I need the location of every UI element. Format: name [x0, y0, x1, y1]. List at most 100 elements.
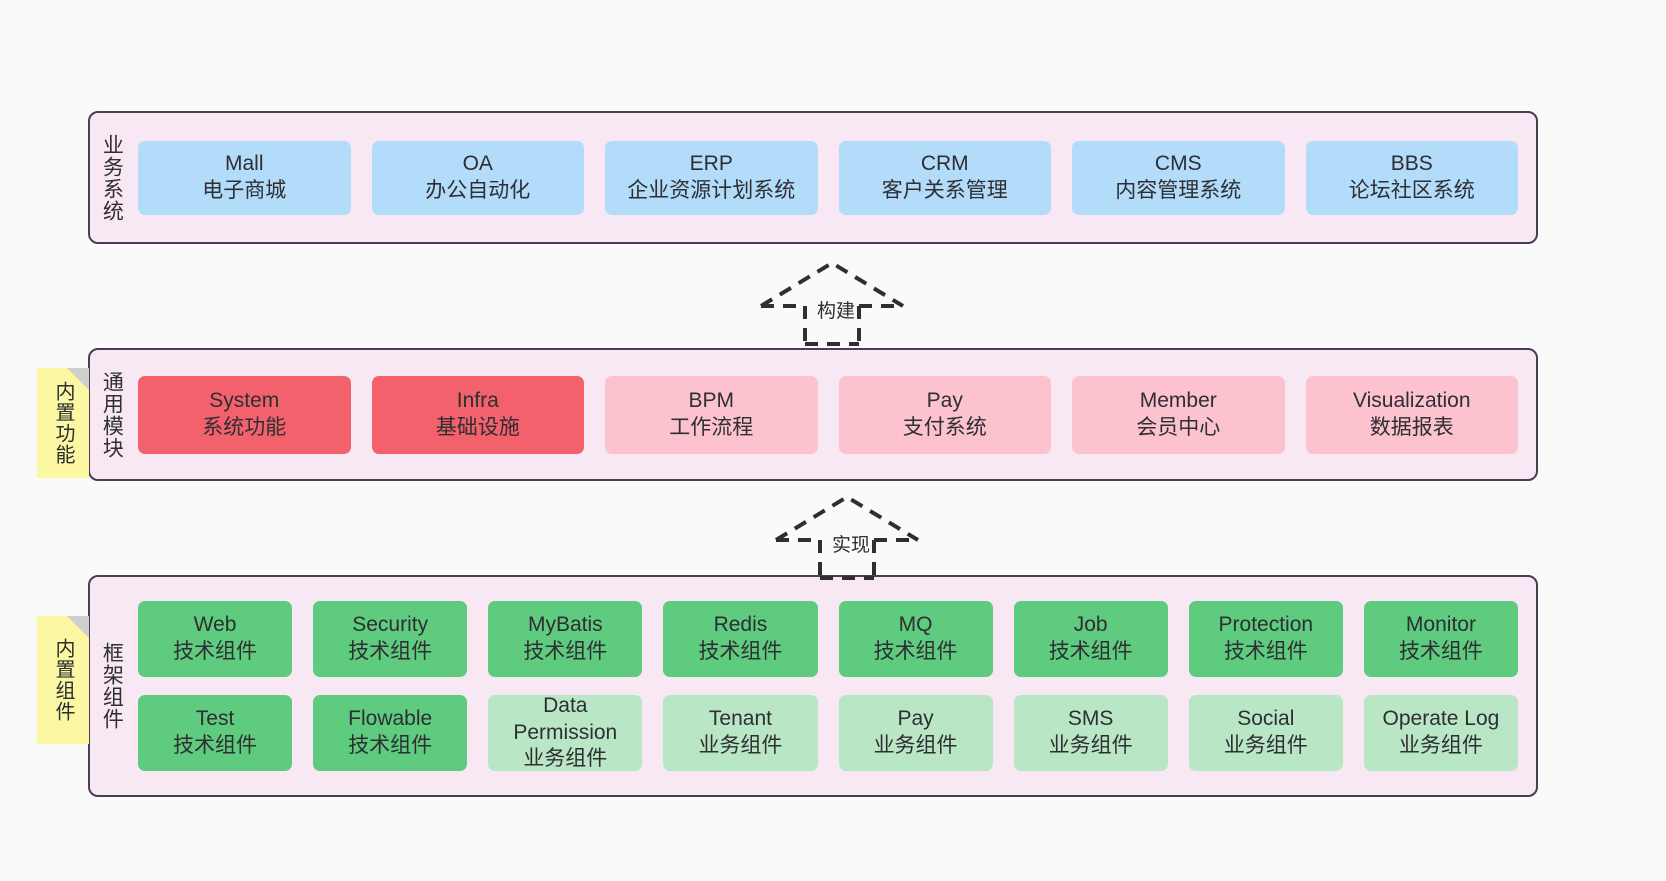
node-row-common: System 系统功能 Infra 基础设施 BPM 工作流程 Pay 支付系统… — [138, 375, 1518, 454]
node-title: Test — [195, 707, 235, 731]
node-title: BBS — [1390, 151, 1433, 175]
node-cms[interactable]: CMS 内容管理系统 — [1072, 140, 1285, 215]
node-protection[interactable]: Protection 技术组件 — [1188, 601, 1343, 677]
node-title: ERP — [689, 151, 733, 175]
node-title: Infra — [456, 388, 499, 412]
node-sms[interactable]: SMS 业务组件 — [1013, 695, 1168, 771]
node-title: SMS — [1067, 707, 1114, 731]
node-title: CMS — [1154, 151, 1202, 175]
node-mq[interactable]: MQ 技术组件 — [838, 601, 993, 677]
band-business-systems: 业务系统 Mall 电子商城 OA 办公自动化 ERP 企业资源计划系统 CRM… — [88, 111, 1538, 244]
node-title: Member — [1139, 388, 1217, 412]
node-title: Visualization — [1352, 388, 1471, 412]
node-subtitle: 客户关系管理 — [881, 178, 1008, 202]
node-title: OA — [462, 151, 493, 175]
node-subtitle: 技术组件 — [698, 640, 783, 663]
node-title: CRM — [920, 151, 969, 175]
node-pay-component[interactable]: Pay 业务组件 — [838, 695, 993, 771]
node-oa[interactable]: OA 办公自动化 — [371, 140, 584, 215]
node-social[interactable]: Social 业务组件 — [1188, 695, 1343, 771]
band-common-modules: 通用模块 System 系统功能 Infra 基础设施 BPM 工作流程 Pay… — [88, 348, 1538, 481]
node-title: Operate Log — [1382, 707, 1500, 731]
node-subtitle: 数据报表 — [1369, 415, 1454, 439]
arrow-build: 构建 — [757, 260, 907, 346]
node-visualization[interactable]: Visualization 数据报表 — [1305, 375, 1518, 454]
node-title: Web — [193, 613, 237, 637]
node-title: Social — [1237, 707, 1295, 731]
node-mall[interactable]: Mall 电子商城 — [138, 140, 351, 215]
node-infra[interactable]: Infra 基础设施 — [371, 375, 584, 454]
node-subtitle: 业务组件 — [1398, 734, 1483, 757]
node-title: Flowable — [348, 707, 433, 731]
node-bbs[interactable]: BBS 论坛社区系统 — [1305, 140, 1518, 215]
arrow-build-label: 构建 — [817, 301, 856, 322]
node-subtitle: 论坛社区系统 — [1348, 178, 1475, 202]
node-security[interactable]: Security 技术组件 — [313, 601, 468, 677]
arrow-implement-label: 实现 — [832, 535, 871, 556]
node-title: MQ — [898, 613, 933, 637]
node-row-framework-business: Test 技术组件 Flowable 技术组件 Data Permission … — [138, 693, 1518, 771]
node-title: MyBatis — [527, 613, 603, 637]
node-subtitle: 业务组件 — [1048, 734, 1133, 757]
node-subtitle: 电子商城 — [202, 178, 287, 202]
arrow-implement: 实现 — [772, 494, 922, 580]
node-row-framework-tech: Web 技术组件 Security 技术组件 MyBatis 技术组件 Redi… — [138, 601, 1518, 677]
node-subtitle: 技术组件 — [173, 640, 258, 663]
node-test[interactable]: Test 技术组件 — [138, 695, 293, 771]
node-pay-module[interactable]: Pay 支付系统 — [838, 375, 1051, 454]
node-operate-log[interactable]: Operate Log 业务组件 — [1363, 695, 1518, 771]
node-subtitle: 技术组件 — [348, 640, 433, 663]
node-subtitle: 业务组件 — [1223, 734, 1308, 757]
node-title: Security — [352, 613, 429, 637]
node-subtitle: 技术组件 — [1398, 640, 1483, 663]
node-flowable[interactable]: Flowable 技术组件 — [313, 695, 468, 771]
node-title: Monitor — [1405, 613, 1476, 637]
node-erp[interactable]: ERP 企业资源计划系统 — [605, 140, 818, 215]
node-monitor[interactable]: Monitor 技术组件 — [1363, 601, 1518, 677]
sticky-note-builtin-features: 内置功能 — [37, 368, 89, 478]
arrow-head-outline — [774, 494, 920, 542]
node-tenant[interactable]: Tenant 业务组件 — [663, 695, 818, 771]
node-subtitle: 技术组件 — [1223, 640, 1308, 663]
node-subtitle: 支付系统 — [902, 415, 987, 439]
node-subtitle: 会员中心 — [1136, 415, 1221, 439]
node-subtitle: 技术组件 — [173, 734, 258, 757]
node-member[interactable]: Member 会员中心 — [1072, 375, 1285, 454]
node-subtitle: 技术组件 — [1048, 640, 1133, 663]
sticky-note-builtin-components: 内置组件 — [37, 616, 89, 744]
node-subtitle: 业务组件 — [873, 734, 958, 757]
node-job[interactable]: Job 技术组件 — [1013, 601, 1168, 677]
node-system[interactable]: System 系统功能 — [138, 375, 351, 454]
arrow-head-outline — [759, 260, 905, 308]
node-subtitle: 业务组件 — [698, 734, 783, 757]
node-row-business: Mall 电子商城 OA 办公自动化 ERP 企业资源计划系统 CRM 客户关系… — [138, 140, 1518, 215]
node-title: Pay — [926, 388, 963, 412]
band-label-framework: 框架组件 — [100, 642, 124, 730]
node-subtitle: 业务组件 — [523, 747, 608, 771]
node-title: Data Permission — [513, 693, 618, 744]
band-label-common: 通用模块 — [100, 370, 124, 459]
node-title: Redis — [713, 613, 768, 637]
node-title: Protection — [1218, 613, 1314, 637]
node-crm[interactable]: CRM 客户关系管理 — [838, 140, 1051, 215]
node-mybatis[interactable]: MyBatis 技术组件 — [488, 601, 643, 677]
node-subtitle: 技术组件 — [348, 734, 433, 757]
node-redis[interactable]: Redis 技术组件 — [663, 601, 818, 677]
band-framework-components: 框架组件 Web 技术组件 Security 技术组件 MyBatis 技术组件… — [88, 575, 1538, 797]
node-title: Pay — [897, 707, 934, 731]
node-bpm[interactable]: BPM 工作流程 — [605, 375, 818, 454]
node-title: BPM — [688, 388, 734, 412]
band-body-framework: Web 技术组件 Security 技术组件 MyBatis 技术组件 Redi… — [132, 577, 1536, 795]
node-subtitle: 内容管理系统 — [1115, 178, 1242, 202]
node-title: Job — [1073, 613, 1108, 637]
band-body-business: Mall 电子商城 OA 办公自动化 ERP 企业资源计划系统 CRM 客户关系… — [132, 113, 1536, 242]
node-web[interactable]: Web 技术组件 — [138, 601, 293, 677]
node-subtitle: 技术组件 — [873, 640, 958, 663]
node-subtitle: 企业资源计划系统 — [627, 178, 796, 202]
node-data-permission[interactable]: Data Permission 业务组件 — [488, 693, 643, 771]
band-label-business: 业务系统 — [100, 133, 124, 222]
node-subtitle: 工作流程 — [669, 415, 754, 439]
node-subtitle: 系统功能 — [202, 415, 287, 439]
node-subtitle: 基础设施 — [435, 415, 520, 439]
node-title: Mall — [224, 151, 264, 175]
